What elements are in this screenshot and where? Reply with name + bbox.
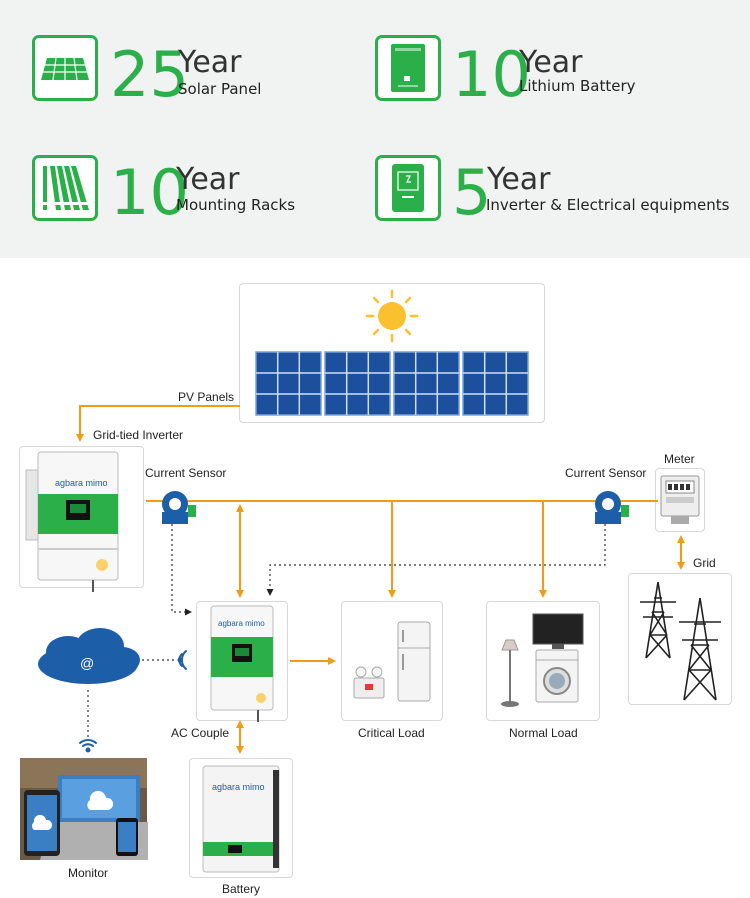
meter-label: Meter — [664, 452, 695, 466]
power-lines — [76, 405, 685, 754]
battery-brand-text: agbara mimo — [212, 782, 265, 792]
warranty-number: 5 — [452, 156, 492, 229]
transmission-tower-icon — [640, 581, 721, 701]
ac-couple-brand-text: agbara mimo — [218, 619, 265, 628]
current-sensor-left-icon — [162, 491, 196, 524]
solar-panel — [462, 351, 529, 416]
inverter-brand-text: agbara mimo — [55, 478, 108, 488]
critical-load-label: Critical Load — [358, 726, 425, 740]
wifi-icon — [177, 650, 187, 670]
floor-lamp-icon — [501, 639, 519, 707]
warranty-unit: Year — [519, 45, 583, 80]
cloud-icon: @ — [38, 628, 140, 684]
warranty-section: 25 Year Solar Panel 10 Year Lithium Batt… — [0, 0, 750, 258]
normal-load-label: Normal Load — [509, 726, 578, 740]
solar-panel — [393, 351, 460, 416]
warranty-number: 10 — [452, 38, 531, 111]
data-lines — [87, 524, 606, 738]
current-sensor-right-label: Current Sensor — [565, 466, 647, 480]
warranty-unit: Year — [487, 162, 551, 197]
solar-panels — [255, 351, 529, 416]
solar-panel-icon — [32, 35, 98, 101]
warranty-label: Mounting Racks — [176, 196, 296, 214]
emergency-light-icon — [353, 666, 385, 699]
warranty-label: Lithium Battery — [519, 77, 636, 95]
meter-icon — [660, 475, 700, 524]
grid-box — [628, 573, 732, 705]
solar-panel — [324, 351, 391, 416]
ac-couple-device: agbara mimo — [210, 605, 274, 722]
battery-icon — [375, 35, 441, 101]
grid-label: Grid — [693, 556, 716, 570]
warranty-label: Inverter & Electrical equipments — [486, 196, 730, 214]
washing-machine-icon — [535, 649, 579, 703]
grid-tied-inverter-device: agbara mimo — [25, 451, 119, 592]
monitor-label: Monitor — [68, 866, 109, 880]
battery-label: Battery — [222, 882, 261, 896]
ac-couple-label: AC Couple — [171, 726, 230, 740]
warranty-number: 25 — [110, 38, 189, 111]
refrigerator-icon — [397, 621, 431, 702]
grid-tied-inverter-label: Grid-tied Inverter — [93, 428, 184, 442]
warranty-unit: Year — [176, 162, 240, 197]
current-sensor-right-icon — [595, 491, 629, 524]
cloud-at-symbol: @ — [80, 655, 94, 671]
current-sensor-left-label: Current Sensor — [145, 466, 227, 480]
wifi-icon — [79, 739, 97, 753]
solar-panel — [255, 351, 322, 416]
warranty-label: Solar Panel — [178, 80, 262, 98]
warranty-number: 10 — [110, 156, 189, 229]
mounting-rack-icon — [32, 155, 98, 221]
sun-icon — [365, 289, 419, 343]
television-icon — [532, 613, 584, 649]
warranty-unit: Year — [178, 45, 242, 80]
inverter-icon — [375, 155, 441, 221]
monitor-devices-icon — [20, 758, 148, 860]
pv-panels-label: PV Panels — [178, 390, 235, 404]
battery-device: agbara mimo — [202, 765, 280, 873]
